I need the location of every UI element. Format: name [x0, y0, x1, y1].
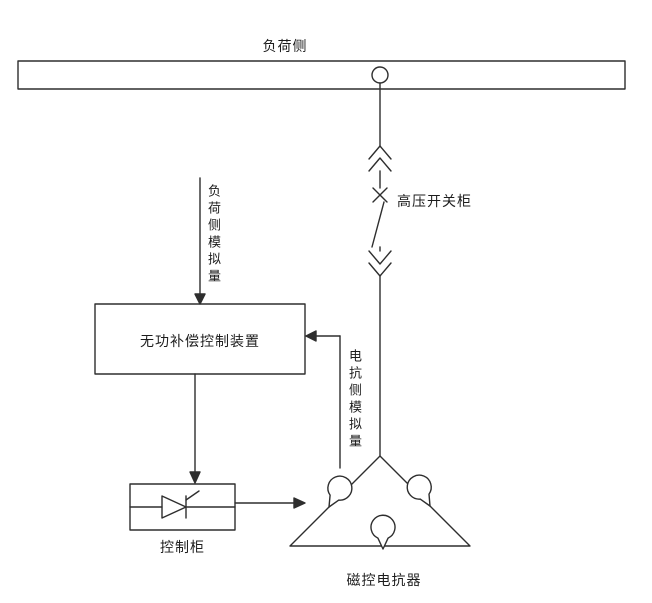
cabinet-to-reactor-arrow [234, 497, 306, 509]
thyristor-icon [129, 490, 236, 519]
controller-box [94, 303, 306, 375]
controller-to-cabinet-arrow [189, 373, 201, 484]
winding-right-icon [406, 474, 432, 507]
reactor-label: 磁控电抗器 [346, 572, 422, 588]
busbar-label: 负荷侧 [262, 38, 308, 54]
winding-bottom-icon [370, 514, 396, 550]
load-signal-label: 负荷侧模拟量 [206, 184, 221, 286]
controller-label: 无功补偿控制装置 [140, 333, 260, 349]
load-signal-arrow [194, 177, 206, 305]
busbar [17, 60, 626, 90]
arrowhead-icon [305, 330, 317, 342]
drawout-contact-upper-icon [368, 145, 392, 172]
arrowhead-icon [189, 471, 201, 484]
winding-left-icon [327, 475, 353, 508]
arrowhead-icon [194, 293, 206, 305]
bus-connection-node [371, 66, 389, 84]
reactor-signal-line [305, 330, 341, 469]
control-cabinet-label: 控制柜 [160, 539, 205, 555]
drawout-contact-lower-icon [368, 250, 392, 277]
reactor-signal-label: 电抗侧模拟量 [347, 349, 362, 451]
switchgear-label: 高压开关柜 [397, 193, 472, 209]
breaker-contact-cross-icon [372, 187, 388, 203]
breaker-blade [371, 201, 385, 248]
arrowhead-icon [293, 497, 306, 509]
